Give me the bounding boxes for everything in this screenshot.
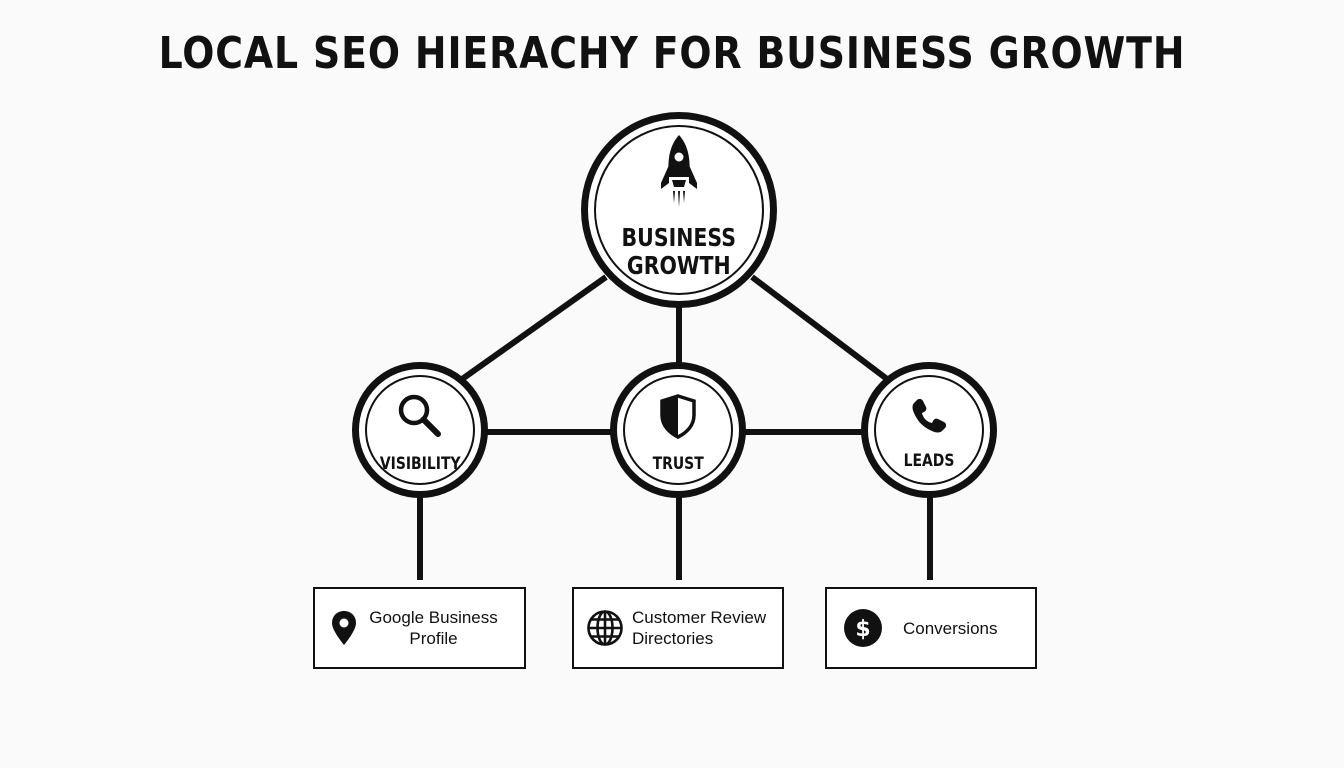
visibility-node: VISIBILITY: [352, 362, 488, 498]
google-business-profile-label: Google Business Profile: [357, 607, 510, 649]
svg-text:$: $: [855, 617, 870, 642]
business-growth-label: BUSINESS GROWTH: [621, 222, 737, 280]
google-business-profile-line1: Google Business: [369, 608, 498, 627]
phone-icon: [909, 396, 949, 441]
business-growth-label-line2: GROWTH: [627, 250, 731, 280]
dollar-coin-icon: $: [843, 608, 883, 648]
google-business-profile-box: Google Business Profile: [313, 587, 526, 669]
conversions-label: Conversions: [903, 618, 998, 638]
globe-icon: [586, 609, 624, 647]
google-business-profile-line2: Profile: [409, 629, 458, 648]
visibility-label: VISIBILITY: [379, 453, 461, 474]
magnifier-icon: [397, 393, 443, 444]
diagram-title: LOCAL SEO HIERACHY FOR BUSINESS GROWTH: [158, 28, 1186, 79]
shield-icon: [658, 393, 698, 444]
conversions-box: $ Conversions: [825, 587, 1037, 669]
leads-node: LEADS: [861, 362, 997, 498]
trust-label: TRUST: [652, 453, 704, 474]
leads-label: LEADS: [903, 450, 955, 471]
customer-review-directories-label: Customer Review Directories: [632, 607, 766, 649]
customer-review-directories-box: Customer Review Directories: [572, 587, 784, 669]
customer-review-directories-line2: Directories: [632, 629, 714, 648]
connector-top-leads: [750, 274, 893, 385]
map-pin-icon: [331, 610, 357, 646]
business-growth-label-line1: BUSINESS: [621, 222, 737, 252]
connector-top-visibility: [456, 274, 608, 385]
trust-node: TRUST: [610, 362, 746, 498]
customer-review-directories-line1: Customer Review: [632, 608, 767, 627]
business-growth-node: BUSINESS GROWTH: [581, 112, 777, 308]
rocket-icon: [659, 133, 699, 218]
